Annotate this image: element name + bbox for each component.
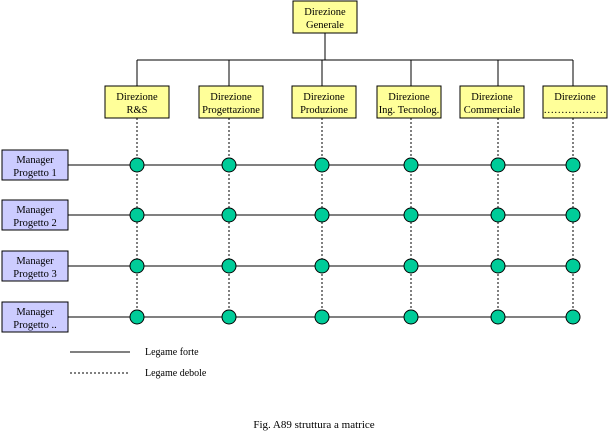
direction-label-line: Commerciale — [464, 105, 521, 116]
matrix-node — [221, 157, 237, 173]
connectors — [136, 33, 574, 86]
manager-label-line: Progetto 3 — [13, 269, 56, 280]
matrix-node — [314, 309, 330, 325]
direction-label-line: Direzione — [554, 92, 596, 103]
direction-label-line: Ing. Tecnolog. — [379, 105, 440, 116]
manager-label-line: Progetto .. — [13, 320, 56, 331]
legend: Legame forte Legame debole — [70, 347, 207, 379]
matrix-node — [221, 309, 237, 325]
direction-box — [198, 85, 264, 119]
matrix-node — [403, 157, 419, 173]
matrix-node — [129, 157, 145, 173]
direction-label-line: Produzione — [300, 105, 348, 116]
matrix-node — [490, 258, 506, 274]
direction-box — [291, 85, 357, 119]
manager-label-line: Manager — [16, 307, 54, 318]
manager-label-line: Progetto 2 — [13, 218, 56, 229]
direction-box — [376, 85, 442, 119]
manager-label-line: Manager — [16, 256, 54, 267]
direction-label-line: Direzione — [388, 92, 430, 103]
direction-label-line: R&S — [126, 105, 147, 116]
weak-links — [136, 118, 574, 317]
matrix-node — [565, 157, 581, 173]
top-direction-label-line: Direzione — [304, 7, 346, 18]
direction-label-line: Direzione — [210, 92, 252, 103]
direction-label: Direzione ……………… — [544, 92, 607, 116]
legend-weak-label: Legame debole — [145, 368, 207, 379]
direction-label-line: Direzione — [116, 92, 158, 103]
strong-links — [68, 164, 573, 318]
matrix-node — [129, 207, 145, 223]
manager-box — [1, 149, 69, 181]
matrix-node — [490, 207, 506, 223]
matrix-node — [403, 207, 419, 223]
matrix-node — [314, 207, 330, 223]
top-direction-label-line: Generale — [306, 20, 344, 31]
direction-label-line: Direzione — [471, 92, 513, 103]
matrix-node — [221, 207, 237, 223]
matrix-node — [221, 258, 237, 274]
matrix-node — [314, 258, 330, 274]
matrix-node — [490, 157, 506, 173]
nodes — [129, 157, 581, 325]
direction-box — [459, 85, 525, 119]
top-direction-box — [292, 0, 358, 34]
direction-box — [104, 85, 170, 119]
direction-label-line: ……………… — [544, 105, 607, 116]
manager-label-line: Manager — [16, 205, 54, 216]
manager-box — [1, 301, 69, 333]
matrix-node — [129, 309, 145, 325]
matrix-node — [490, 309, 506, 325]
manager-label-line: Progetto 1 — [13, 168, 56, 179]
direction-label-line: Progettazione — [202, 105, 260, 116]
matrix-node — [403, 309, 419, 325]
manager-box — [1, 199, 69, 231]
manager-label-line: Manager — [16, 155, 54, 166]
figure-caption: Fig. A89 struttura a matrice — [253, 419, 374, 431]
matrix-node — [403, 258, 419, 274]
direction-label-line: Direzione — [303, 92, 345, 103]
matrix-node — [314, 157, 330, 173]
legend-strong-label: Legame forte — [145, 347, 199, 358]
matrix-node — [565, 258, 581, 274]
matrix-node — [129, 258, 145, 274]
manager-box — [1, 250, 69, 282]
direction-box — [542, 85, 608, 119]
matrix-node — [565, 207, 581, 223]
matrix-node — [565, 309, 581, 325]
